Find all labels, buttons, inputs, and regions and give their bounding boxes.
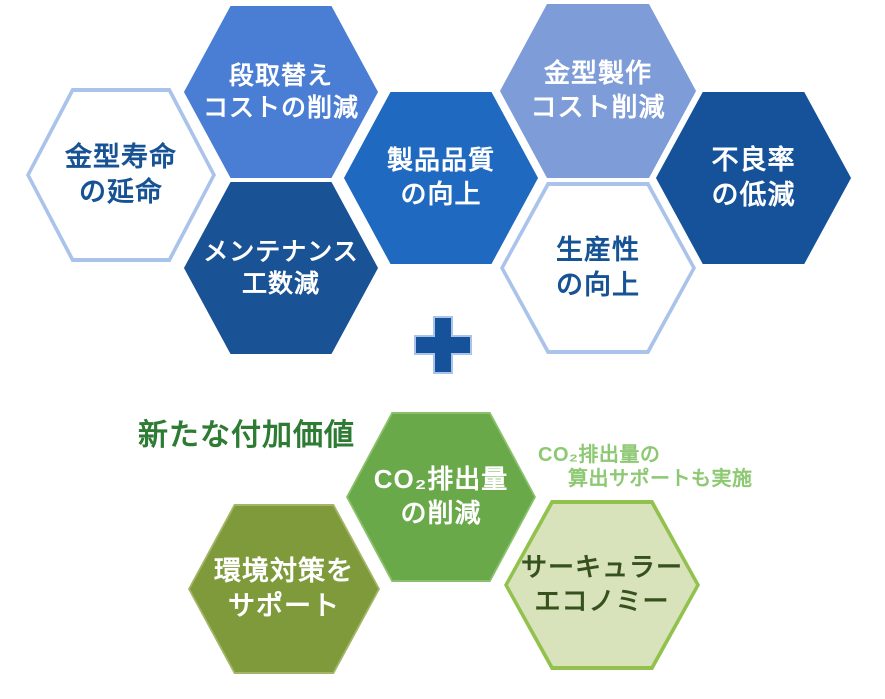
hexagon-label-line: 金型製作 xyxy=(543,58,652,89)
hexagon-fill xyxy=(190,506,378,672)
hexagon-label-line: 工数減 xyxy=(241,270,320,298)
annotation-line: 算出サポートも実施 xyxy=(568,468,753,491)
hexagon-mold-making-cost-reduction: 金型製作 コスト削減 xyxy=(500,4,696,178)
hexagon-product-quality-improvement: 製品品質 の向上 xyxy=(344,92,538,264)
hexagon-label-line: コスト削減 xyxy=(530,92,666,122)
hexagon-label-line: 金型寿命 xyxy=(65,141,177,172)
hexagon-mold-life-extension: 金型寿命 の延命 xyxy=(26,88,216,262)
hexagon-co2-emission-reduction: CO₂排出量 の削減 xyxy=(346,412,536,582)
co2-calculation-support-note: CO₂排出量の 算出サポートも実施 xyxy=(538,443,753,492)
hexagon-fill xyxy=(500,4,696,178)
hexagon-fill xyxy=(344,92,538,264)
hexagon-label-line: エコノミー xyxy=(534,586,670,616)
hexagon-label-line: CO₂排出量 xyxy=(373,464,509,495)
annotation-line: CO₂排出量の xyxy=(538,444,661,466)
plus-icon xyxy=(414,316,472,374)
hexagon-fill xyxy=(30,92,212,258)
hexagon-setup-cost-reduction: 段取替え コストの削減 xyxy=(184,6,378,178)
hexagon-fill xyxy=(184,6,378,178)
hexagon-label-line: メンテナンス xyxy=(203,237,359,266)
hexagon-environmental-support: 環境対策を サポート xyxy=(188,504,380,674)
hexagon-label-line: の向上 xyxy=(400,179,482,209)
hexagon-label-line: の延命 xyxy=(79,177,163,207)
new-added-value-label: 新たな付加価値 xyxy=(138,419,355,452)
hexagon-label-line: 製品品質 xyxy=(386,145,495,176)
hexagon-defect-rate-reduction: 不良率 の低減 xyxy=(656,92,851,264)
hexagon-label-line: 段取替え xyxy=(228,61,333,90)
hexagon-label-line: 環境対策を xyxy=(214,555,354,586)
hexagon-label-line: の低減 xyxy=(711,180,796,210)
hexagon-label-line: 不良率 xyxy=(711,144,796,175)
hexagon-fill xyxy=(656,92,851,264)
hexagon-label-line: サポート xyxy=(228,591,340,621)
hexagon-circular-economy: サーキュラー エコノミー xyxy=(504,500,700,670)
hexagon-fill xyxy=(508,504,696,666)
hexagon-label-line: 生産性 xyxy=(556,234,640,265)
hexagon-productivity-improvement: 生産性 の向上 xyxy=(500,182,696,354)
hexagon-maintenance-manhour-reduction: メンテナンス 工数減 xyxy=(184,182,378,354)
hexagon-fill xyxy=(348,414,534,580)
hexagon-label-line: の削減 xyxy=(400,498,482,528)
hexagon-label-line: サーキュラー xyxy=(520,552,683,583)
hexagon-fill xyxy=(184,182,378,354)
hexagon-fill xyxy=(504,186,692,350)
hexagon-label-line: の向上 xyxy=(556,270,640,300)
hexagon-label-line: コストの削減 xyxy=(202,94,359,122)
